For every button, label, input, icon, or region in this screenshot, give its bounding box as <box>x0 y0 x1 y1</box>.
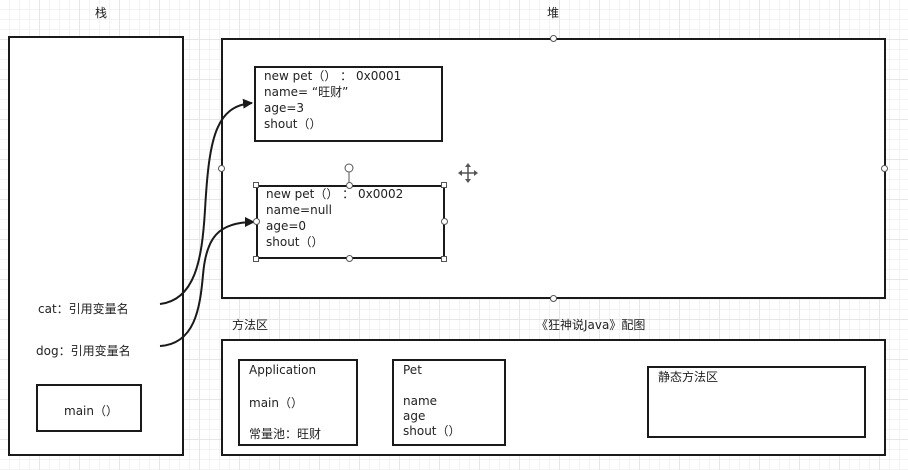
main-frame-label: main（） <box>64 404 118 418</box>
cat-reference-arrow[interactable] <box>159 98 253 305</box>
heap-handle-left[interactable] <box>218 165 225 172</box>
obj2-header: new pet（） ： 0x0002 <box>266 187 404 201</box>
obj1-shout: shout（） <box>264 117 322 131</box>
selection-handle-se[interactable] <box>441 256 447 262</box>
pet-class-box[interactable]: Pet name age shout（） <box>392 359 506 446</box>
obj2-age: age=0 <box>266 219 307 233</box>
pet-method-shout: shout（） <box>403 424 461 438</box>
pet-title: Pet <box>403 363 422 377</box>
rotate-handle[interactable] <box>344 163 354 173</box>
application-main: main（） <box>249 396 303 410</box>
application-title: Application <box>249 363 317 377</box>
main-frame[interactable]: main（） <box>36 384 142 432</box>
obj1-age: age=3 <box>264 101 305 115</box>
selection-handle-n[interactable] <box>346 182 353 189</box>
dog-reference-arrow[interactable] <box>159 217 255 347</box>
heap-title: 堆 <box>547 6 560 20</box>
stack-var-dog[interactable]: dog：引用变量名 <box>36 344 131 358</box>
selection-handle-nw[interactable] <box>253 182 259 188</box>
application-class-box[interactable]: Application main（） 常量池：旺财 <box>238 359 358 446</box>
heap-handle-top[interactable] <box>550 35 557 42</box>
move-cursor-icon <box>458 163 478 183</box>
selection-handle-s[interactable] <box>346 255 353 262</box>
pet-field-name: name <box>403 394 438 408</box>
obj2-shout: shout（） <box>266 235 324 249</box>
obj1-header: new pet（） ： 0x0001 <box>264 69 402 83</box>
selection-handle-ne[interactable] <box>441 182 447 188</box>
selection-handle-w[interactable] <box>253 218 260 225</box>
selection-handle-sw[interactable] <box>253 256 259 262</box>
heap-object-1[interactable]: new pet（） ： 0x0001 name= “旺财” age=3 shou… <box>254 66 443 142</box>
pet-field-age: age <box>403 409 426 423</box>
heap-handle-right[interactable] <box>881 165 888 172</box>
heap-object-2[interactable]: new pet（） ： 0x0002 name=null age=0 shout… <box>256 185 445 259</box>
obj2-name: name=null <box>266 203 332 217</box>
stack-title: 栈 <box>95 6 108 20</box>
diagram-caption: 《狂神说Java》配图 <box>536 318 646 332</box>
application-constant-pool: 常量池：旺财 <box>249 427 322 441</box>
heap-handle-bottom[interactable] <box>550 295 557 302</box>
method-area-title: 方法区 <box>232 318 269 332</box>
static-method-area-title: 静态方法区 <box>658 370 719 384</box>
obj1-name: name= “旺财” <box>264 85 349 99</box>
selection-handle-e[interactable] <box>441 218 448 225</box>
static-method-area-box[interactable]: 静态方法区 <box>647 366 866 438</box>
stack-var-cat[interactable]: cat：引用变量名 <box>38 302 129 316</box>
